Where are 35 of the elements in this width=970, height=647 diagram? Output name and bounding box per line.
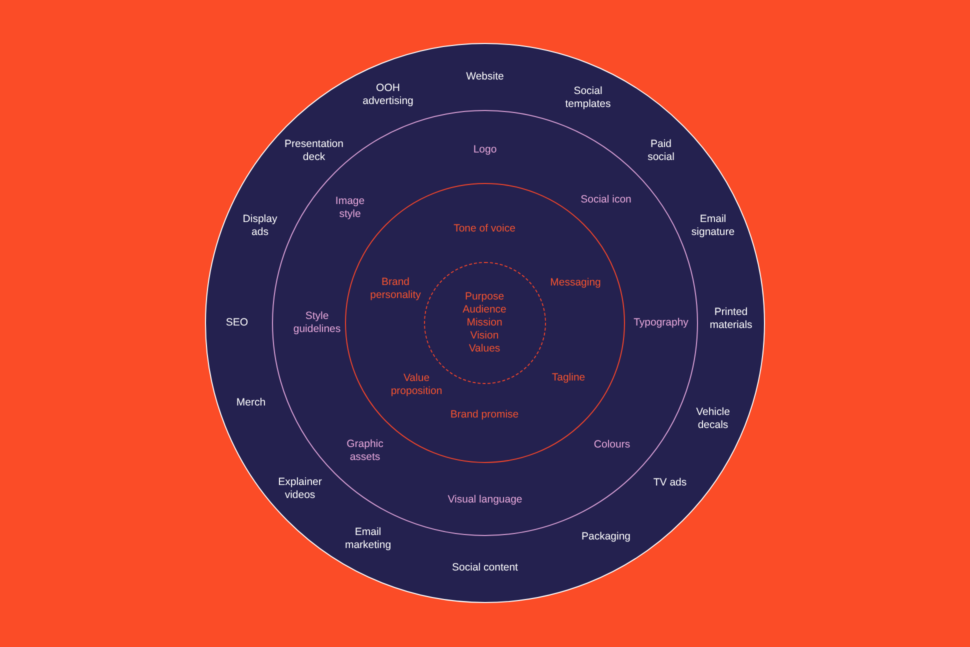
ring-label: Merch bbox=[236, 396, 266, 410]
ring-label: Brand promise bbox=[450, 408, 519, 421]
ring-label: Packaging bbox=[581, 530, 631, 544]
ring-label: Values bbox=[468, 342, 500, 355]
ring-label: Vision bbox=[470, 329, 499, 342]
ring-label: Messaging bbox=[550, 276, 601, 289]
ring-label: Vehicle decals bbox=[696, 406, 730, 432]
ring-label: Style guidelines bbox=[293, 310, 341, 336]
ring-label: Visual language bbox=[448, 494, 522, 506]
ring-label: Printed materials bbox=[710, 306, 752, 332]
ring-label: Email marketing bbox=[344, 526, 392, 552]
ring-label: Display ads bbox=[242, 213, 278, 239]
ring-label: Tagline bbox=[552, 371, 586, 384]
ring-label: SEO bbox=[226, 316, 248, 330]
ring-label: OOH advertising bbox=[362, 82, 414, 108]
ring-label: Explainer videos bbox=[278, 476, 322, 502]
ring-label: Website bbox=[466, 70, 504, 84]
ring-label: Purpose bbox=[464, 290, 504, 303]
ring-label: Image style bbox=[335, 195, 365, 221]
ring-label: Colours bbox=[594, 438, 630, 452]
ring-label: Graphic assets bbox=[346, 438, 384, 464]
ring-label: Email signature bbox=[691, 213, 735, 239]
ring-label: Mission bbox=[466, 316, 502, 329]
ring-label: Social icon bbox=[580, 194, 632, 206]
ring-label: Presentation deck bbox=[284, 138, 344, 164]
ring-label: Logo bbox=[473, 144, 497, 156]
ring-label: Paid social bbox=[648, 138, 674, 164]
ring-label: Social templates bbox=[565, 85, 611, 111]
ring-label: Typography bbox=[634, 316, 688, 330]
ring-label: Value proposition bbox=[390, 372, 442, 398]
ring-label: Audience bbox=[462, 303, 506, 316]
ring-label: TV ads bbox=[653, 476, 687, 490]
ring-label: Social content bbox=[452, 562, 518, 574]
ring-label: Brand personality bbox=[370, 276, 421, 302]
ring-label: Tone of voice bbox=[454, 222, 516, 235]
